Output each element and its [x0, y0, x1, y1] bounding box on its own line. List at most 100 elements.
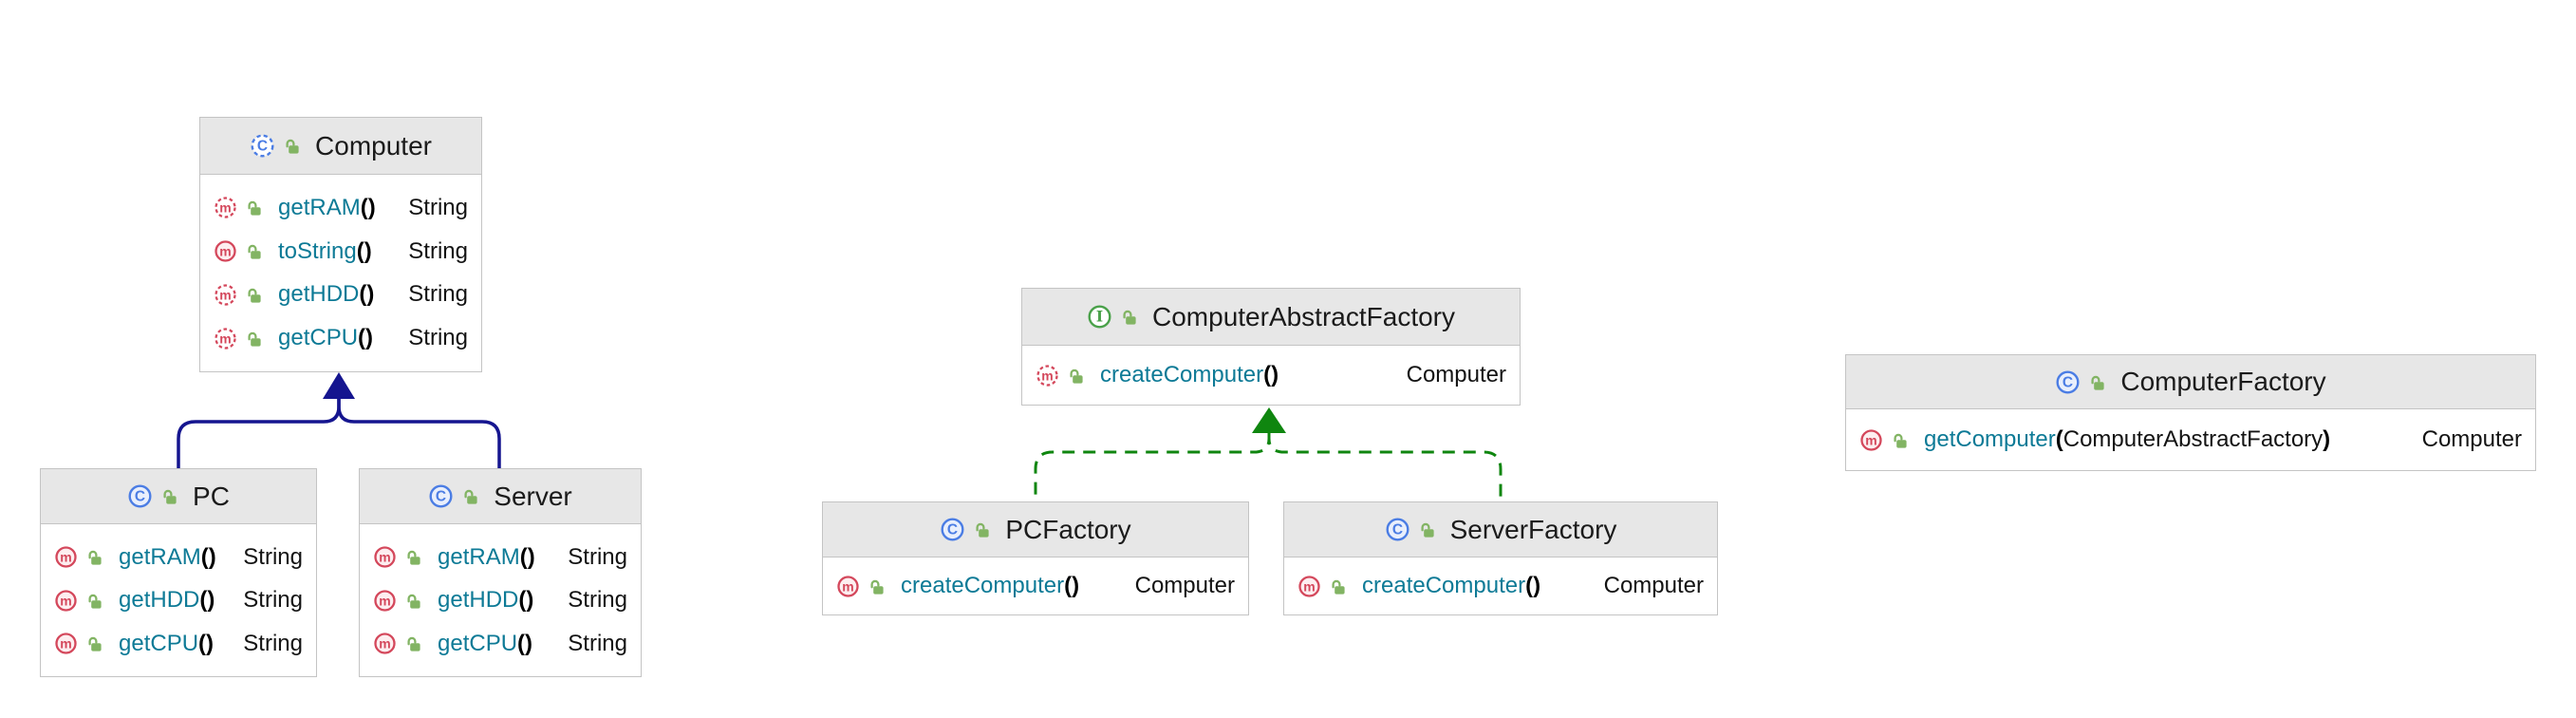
method-row[interactable]: m getCPU()String — [360, 631, 641, 657]
implements-connector-factories-implement-abstract-factory[interactable] — [1034, 407, 1503, 501]
class-header[interactable]: C PCFactory — [823, 502, 1248, 557]
method-row[interactable]: m getHDD()String — [41, 587, 316, 614]
paren-open: ( — [359, 281, 367, 308]
method-row[interactable]: m createComputer()Computer — [1284, 573, 1717, 599]
paren-open: ( — [519, 543, 528, 570]
method-return-type: String — [568, 543, 627, 570]
class-title: Server — [494, 481, 572, 511]
method-icon: m — [1298, 575, 1320, 597]
paren-close: ) — [1533, 573, 1541, 598]
svg-text:m: m — [60, 635, 71, 651]
extends-edge-line[interactable] — [337, 398, 501, 468]
svg-text:m: m — [379, 635, 390, 651]
method-icon: m — [374, 546, 396, 568]
paren-open: ( — [198, 630, 207, 656]
method-signature: getComputer(ComputerAbstractFactory) — [1916, 426, 2330, 453]
paren-open: ( — [1263, 362, 1272, 387]
method-return-type: String — [408, 194, 468, 220]
paren-close: ) — [1072, 573, 1080, 598]
paren-open: ( — [1064, 573, 1073, 598]
class-header[interactable]: C Server — [360, 469, 641, 524]
public-visibility-lock-icon — [248, 244, 261, 259]
paren-close: ) — [525, 630, 533, 656]
method-row[interactable]: m getRAM()String — [41, 544, 316, 571]
public-visibility-lock-icon — [1894, 433, 1907, 448]
method-row[interactable]: m getHDD()String — [200, 281, 481, 308]
svg-text:m: m — [219, 243, 231, 258]
svg-text:C: C — [135, 488, 145, 504]
implements-edge-line[interactable] — [1267, 432, 1503, 501]
method-signature: getHDD() — [271, 281, 374, 308]
paren-close: ) — [366, 281, 375, 308]
class-members: m getRAM()String m getHDD()String m getC… — [41, 524, 316, 676]
class-icon: C — [2056, 369, 2080, 394]
method-name: getRAM — [438, 543, 520, 570]
method-row[interactable]: m createComputer()Computer — [1022, 362, 1520, 388]
method-row[interactable]: m getHDD()String — [360, 587, 641, 614]
class-header[interactable]: C Computer — [200, 118, 481, 175]
class-node-pc[interactable]: C PC m getRAM()String m getHDD()String m… — [40, 468, 317, 677]
extends-edge-line[interactable] — [177, 398, 341, 468]
public-visibility-lock-icon — [870, 579, 884, 595]
interface-icon: I — [1088, 305, 1111, 329]
class-header[interactable]: I ComputerAbstractFactory — [1022, 289, 1520, 346]
public-visibility-lock-icon — [976, 522, 989, 538]
svg-text:m: m — [1865, 432, 1876, 447]
public-visibility-lock-icon — [407, 594, 420, 609]
svg-text:m: m — [60, 549, 71, 564]
class-node-server-factory[interactable]: C ServerFactory m createComputer()Comput… — [1283, 501, 1718, 615]
svg-text:C: C — [257, 138, 268, 154]
method-row[interactable]: m createComputer() Computer — [823, 573, 1248, 599]
svg-text:m: m — [219, 331, 231, 346]
method-signature: toString() — [271, 238, 372, 265]
svg-text:m: m — [1303, 578, 1315, 594]
method-row[interactable]: m getRAM()String — [200, 195, 481, 221]
implements-edge-line[interactable] — [1034, 432, 1271, 501]
method-return-type: String — [408, 237, 468, 264]
method-name: getCPU — [119, 630, 199, 656]
class-node-server[interactable]: C Server m getRAM()String m getHDD()Stri… — [359, 468, 642, 677]
class-header[interactable]: C ServerFactory — [1284, 502, 1717, 557]
method-return-type: Computer — [1134, 573, 1235, 598]
class-header[interactable]: C ComputerFactory — [1846, 355, 2535, 409]
paren-close: ) — [1271, 362, 1279, 387]
method-row[interactable]: m getCPU()String — [41, 631, 316, 657]
extends-connector-pc-server-extends-computer[interactable] — [177, 372, 501, 468]
method-name: getCPU — [278, 325, 359, 351]
class-members: m createComputer() Computer — [823, 557, 1248, 614]
method-icon: m — [55, 633, 77, 654]
class-node-computer-abstract-factory[interactable]: I ComputerAbstractFactory m createComput… — [1021, 288, 1521, 406]
svg-text:m: m — [842, 578, 853, 594]
public-visibility-lock-icon — [1332, 579, 1345, 595]
public-visibility-lock-icon — [88, 594, 102, 609]
abstract-method-icon: m — [215, 284, 236, 306]
paren-close: ) — [2323, 426, 2331, 452]
public-visibility-lock-icon — [1421, 522, 1434, 538]
method-row[interactable]: m getRAM()String — [360, 544, 641, 571]
method-return-type: String — [243, 630, 303, 656]
public-visibility-lock-icon — [163, 489, 177, 504]
class-node-computer[interactable]: C Computer m getRAM()String m toString()… — [199, 117, 482, 372]
method-return-type: Computer — [2421, 426, 2522, 452]
class-members: m getComputer(ComputerAbstractFactory) Co… — [1846, 409, 2535, 470]
class-node-computer-factory[interactable]: C ComputerFactory m getComputer(Computer… — [1845, 354, 2536, 471]
public-visibility-lock-icon — [407, 550, 420, 565]
public-visibility-lock-icon — [88, 636, 102, 652]
extends-arrowhead — [323, 372, 355, 399]
class-title: Computer — [315, 130, 432, 161]
method-name: getHDD — [119, 587, 200, 613]
method-name: getComputer — [1924, 426, 2056, 452]
class-title: ComputerAbstractFactory — [1152, 301, 1455, 331]
method-signature: getRAM() — [111, 544, 216, 571]
method-row[interactable]: m getComputer(ComputerAbstractFactory) Co… — [1846, 426, 2535, 453]
method-name: getHDD — [278, 281, 360, 308]
method-row[interactable]: m getCPU()String — [200, 325, 481, 351]
method-row[interactable]: m toString() String — [200, 238, 481, 265]
class-node-pc-factory[interactable]: C PCFactory m createComputer() Computer — [822, 501, 1249, 615]
method-return-type: String — [568, 587, 627, 613]
class-title: PCFactory — [1005, 514, 1131, 544]
abstract-method-icon: m — [1036, 364, 1058, 387]
class-header[interactable]: C PC — [41, 469, 316, 524]
paren-open: ( — [360, 194, 368, 220]
method-name: createComputer — [901, 573, 1065, 598]
